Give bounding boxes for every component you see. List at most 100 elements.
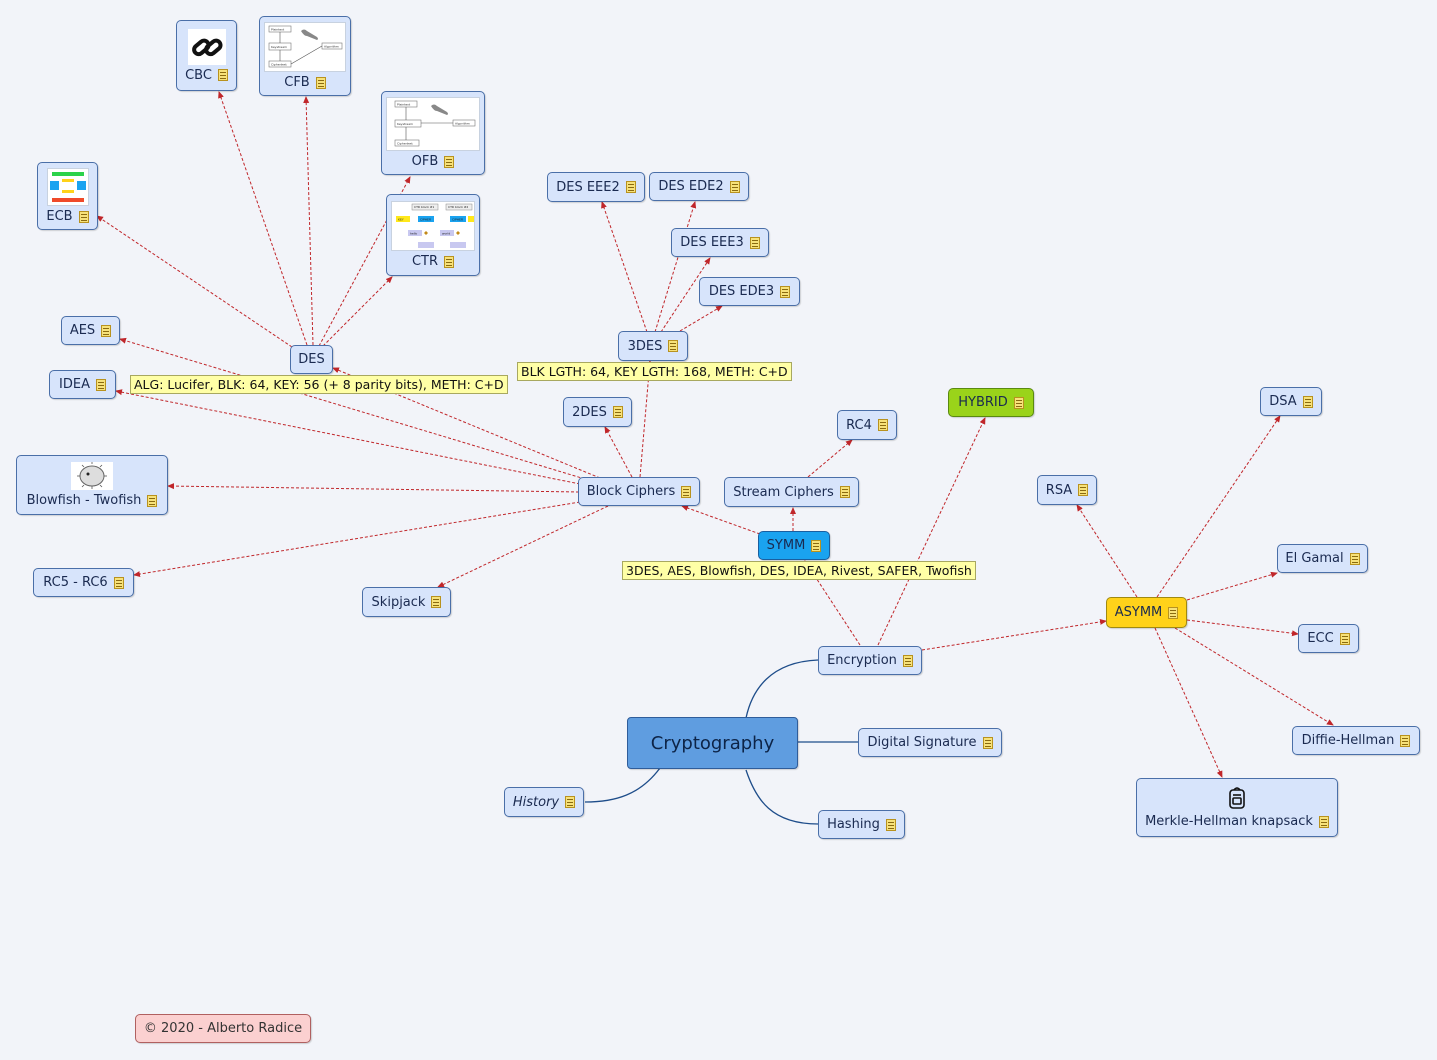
arrow-symm-block — [681, 505, 761, 535]
node-label: Merkle-Hellman knapsack — [1145, 814, 1313, 829]
note-icon[interactable] — [902, 654, 913, 667]
thumb-keystream: Keystream — [397, 122, 413, 126]
node-skipjack[interactable]: Skipjack — [362, 587, 451, 617]
thumb-algorithm: Algorithm — [324, 45, 339, 49]
node-asymm[interactable]: ASYMM — [1106, 597, 1187, 628]
arrow-block-aes — [119, 337, 586, 480]
node-2des[interactable]: 2DES — [563, 397, 632, 427]
note-icon[interactable] — [1078, 484, 1089, 496]
node-label: DES EEE2 — [556, 179, 620, 195]
note-icon[interactable] — [780, 285, 791, 298]
note-icon[interactable] — [885, 818, 896, 831]
note-icon[interactable] — [1400, 734, 1411, 747]
arrow-stream-rc4 — [807, 439, 853, 478]
ecb-diagram-image — [46, 168, 89, 206]
node-rc4[interactable]: RC4 — [837, 410, 897, 440]
node-label: Encryption — [827, 653, 897, 668]
note-icon[interactable] — [877, 419, 888, 431]
node-symm[interactable]: SYMM — [758, 531, 830, 560]
node-label: RC5 - RC6 — [43, 575, 108, 590]
note-icon[interactable] — [1013, 396, 1024, 409]
node-digital-signature[interactable]: Digital Signature — [858, 728, 1002, 757]
node-ecb[interactable]: ECB — [37, 162, 98, 230]
connector-history — [584, 767, 661, 803]
note-icon[interactable] — [217, 69, 228, 81]
note-icon[interactable] — [625, 181, 636, 193]
node-merkle-hellman[interactable]: Merkle-Hellman knapsack — [1136, 778, 1338, 837]
node-hybrid[interactable]: HYBRID — [948, 388, 1034, 417]
note-icon[interactable] — [101, 324, 112, 337]
node-cbc[interactable]: CBC — [176, 20, 237, 91]
node-diffie-hellman[interactable]: Diffie-Hellman — [1292, 726, 1420, 755]
copyright-text: © 2020 - Alberto Radice — [143, 1021, 303, 1036]
note-icon[interactable] — [982, 736, 993, 749]
node-idea[interactable]: IDEA — [49, 370, 116, 399]
node-block-ciphers[interactable]: Block Ciphers — [578, 477, 700, 506]
node-label: Block Ciphers — [586, 484, 676, 499]
node-stream-ciphers[interactable]: Stream Ciphers — [724, 477, 859, 507]
note-icon[interactable] — [1318, 815, 1329, 828]
note-icon[interactable] — [95, 378, 106, 391]
note-icon[interactable] — [565, 796, 576, 808]
node-encryption[interactable]: Encryption — [818, 646, 922, 675]
note-icon[interactable] — [444, 255, 455, 268]
node-3des[interactable]: 3DES — [618, 331, 688, 361]
note-icon[interactable] — [811, 539, 822, 552]
thumb-cipher: CIPHER — [420, 218, 431, 222]
node-blowfish-twofish[interactable]: Blowfish - Twofish — [16, 455, 168, 515]
node-ofb[interactable]: Plaintext Keystream Ciphertext Algorithm… — [381, 91, 485, 175]
node-des-eee2[interactable]: DES EEE2 — [547, 172, 645, 202]
node-ctr[interactable]: CTR block #1 CTR block #2 KEY CIPHER CIP… — [386, 194, 480, 276]
node-cfb[interactable]: Plaintext Keystream Ciphertext Algorithm… — [259, 16, 351, 96]
node-history[interactable]: History — [504, 787, 584, 817]
node-el-gamal[interactable]: El Gamal — [1277, 544, 1368, 573]
node-label: AES — [69, 323, 96, 338]
connector-encryption — [745, 659, 819, 719]
tooltip-symm: 3DES, AES, Blowfish, DES, IDEA, Rivest, … — [622, 561, 976, 580]
node-aes[interactable]: AES — [61, 316, 120, 345]
note-icon[interactable] — [612, 406, 623, 418]
node-des[interactable]: DES — [290, 345, 333, 374]
thumb-ctr1: CTR block #1 — [414, 205, 434, 209]
note-icon[interactable] — [1302, 395, 1313, 408]
note-icon[interactable] — [681, 485, 692, 498]
node-des-ede3[interactable]: DES EDE3 — [699, 277, 800, 306]
note-icon[interactable] — [315, 76, 326, 89]
node-des-ede2[interactable]: DES EDE2 — [649, 172, 749, 201]
note-icon[interactable] — [749, 236, 760, 249]
note-icon[interactable] — [431, 596, 442, 608]
arrow-asymm-mh — [1154, 627, 1223, 778]
note-icon[interactable] — [729, 180, 740, 193]
arrow-des-ofb — [318, 176, 411, 347]
node-des-eee3[interactable]: DES EEE3 — [671, 228, 769, 257]
node-rsa[interactable]: RSA — [1037, 475, 1097, 505]
node-hashing[interactable]: Hashing — [818, 810, 905, 839]
node-ecc[interactable]: ECC — [1298, 624, 1359, 653]
note-icon[interactable] — [1168, 606, 1179, 619]
note-icon[interactable] — [668, 340, 679, 352]
arrow-asymm-rsa — [1076, 504, 1138, 598]
arrow-block-2des — [604, 426, 633, 478]
node-label: ECC — [1307, 631, 1334, 646]
note-icon[interactable] — [839, 486, 850, 498]
node-label: ASYMM — [1114, 605, 1163, 620]
arrow-block-blowfish — [167, 483, 580, 493]
node-label: CTR — [411, 254, 439, 269]
thumb-plaintext: Plaintext — [271, 28, 285, 32]
node-dsa[interactable]: DSA — [1260, 387, 1322, 416]
root-node-cryptography[interactable]: Cryptography — [627, 717, 798, 769]
note-icon[interactable] — [113, 576, 124, 589]
arrow-asymm-ecc — [1186, 619, 1299, 637]
node-label: IDEA — [59, 377, 90, 392]
tooltip-3des: BLK LGTH: 64, KEY LGTH: 168, METH: C+D — [517, 362, 792, 381]
note-icon[interactable] — [1349, 552, 1360, 565]
copyright-badge: © 2020 - Alberto Radice — [135, 1014, 311, 1043]
node-rc5-rc6[interactable]: RC5 - RC6 — [33, 568, 134, 597]
note-icon[interactable] — [78, 210, 89, 223]
note-icon[interactable] — [147, 494, 158, 507]
note-icon[interactable] — [444, 155, 455, 168]
note-icon[interactable] — [1339, 632, 1350, 645]
node-label: Hashing — [827, 817, 880, 832]
arrow-block-rc5 — [133, 501, 581, 577]
